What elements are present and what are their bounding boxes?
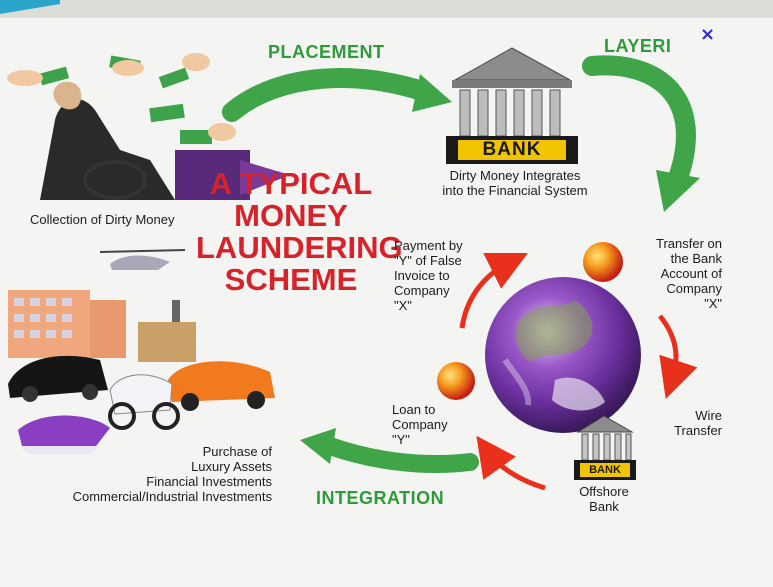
layering-label: LAYERI	[604, 36, 672, 56]
caption-line: Transfer on	[656, 236, 722, 251]
corner-stripe	[0, 0, 60, 14]
placement-arrowhead	[412, 74, 452, 112]
caption-line: Offshore	[579, 484, 629, 499]
caption-line: Financial Investments	[146, 474, 272, 489]
luxury-assets-illustration	[8, 249, 275, 454]
caption-line: Payment by	[394, 238, 463, 253]
caption-line: "Y"	[392, 432, 410, 447]
title-line: LAUNDERING	[196, 230, 403, 265]
payment-arrow	[459, 253, 528, 329]
offshore-bank-sign-text: BANK	[589, 464, 621, 476]
transfer-node-icon	[583, 242, 623, 282]
caption-line: Dirty Money Integrates	[449, 168, 581, 183]
caption-line: Purchase of	[202, 444, 272, 459]
placement-label: PLACEMENT	[268, 42, 385, 62]
purchase-caption: Purchase of Luxury Assets Financial Inve…	[20, 444, 272, 504]
caption-line: Company	[394, 283, 450, 298]
caption-line: Bank	[589, 499, 619, 514]
collection-caption: Collection of Dirty Money	[30, 212, 175, 227]
payment-caption: Payment by "Y" of False Invoice to Compa…	[394, 238, 463, 313]
money-hands-illustration	[7, 53, 290, 200]
loan-node-icon	[437, 362, 475, 400]
caption-line: "Y" of False	[394, 253, 462, 268]
title-line: A TYPICAL	[209, 166, 373, 201]
loan-caption: Loan to Company "Y"	[392, 402, 448, 447]
bank-building-icon	[446, 47, 578, 164]
offshore-bank-caption: Offshore Bank	[566, 484, 642, 514]
caption-line: Account of	[660, 266, 722, 281]
title-line: SCHEME	[224, 262, 358, 297]
caption-line: Company	[666, 281, 722, 296]
caption-line: into the Financial System	[442, 183, 588, 198]
title-line: MONEY	[234, 198, 348, 233]
caption-line: the Bank	[670, 251, 722, 266]
offshore-loan-arrow	[476, 435, 546, 491]
integration-arrowhead	[300, 428, 336, 464]
integration-arrow	[321, 437, 479, 473]
caption-line: "X"	[704, 296, 722, 311]
placement-arrow	[222, 68, 435, 122]
caption-line: Wire	[695, 408, 722, 423]
offshore-bank-icon	[574, 415, 636, 480]
caption-line: Invoice to	[394, 268, 450, 283]
caption-line: Transfer	[674, 423, 722, 438]
globe-illustration	[485, 277, 641, 433]
wire-transfer-caption: Wire Transfer	[640, 408, 722, 438]
layering-arrowhead	[656, 170, 700, 212]
caption-line: Company	[392, 417, 448, 432]
integration-label: INTEGRATION	[316, 488, 445, 508]
layering-arrow	[582, 55, 696, 188]
top-edge	[0, 0, 773, 18]
bank-sign-text: BANK	[482, 139, 542, 160]
close-icon[interactable]: ×	[700, 24, 716, 45]
diagram-title: A TYPICAL MONEY LAUNDERING SCHEME	[196, 166, 403, 297]
caption-line: Loan to	[392, 402, 436, 417]
bank-caption: Dirty Money Integrates into the Financia…	[420, 168, 610, 198]
caption-line: "X"	[394, 298, 412, 313]
transfer-caption: Transfer on the Bank Account of Company …	[618, 236, 722, 311]
caption-line: Luxury Assets	[191, 459, 272, 474]
wire-transfer-arrow	[658, 314, 698, 399]
caption-line: Commercial/Industrial Investments	[72, 489, 272, 504]
